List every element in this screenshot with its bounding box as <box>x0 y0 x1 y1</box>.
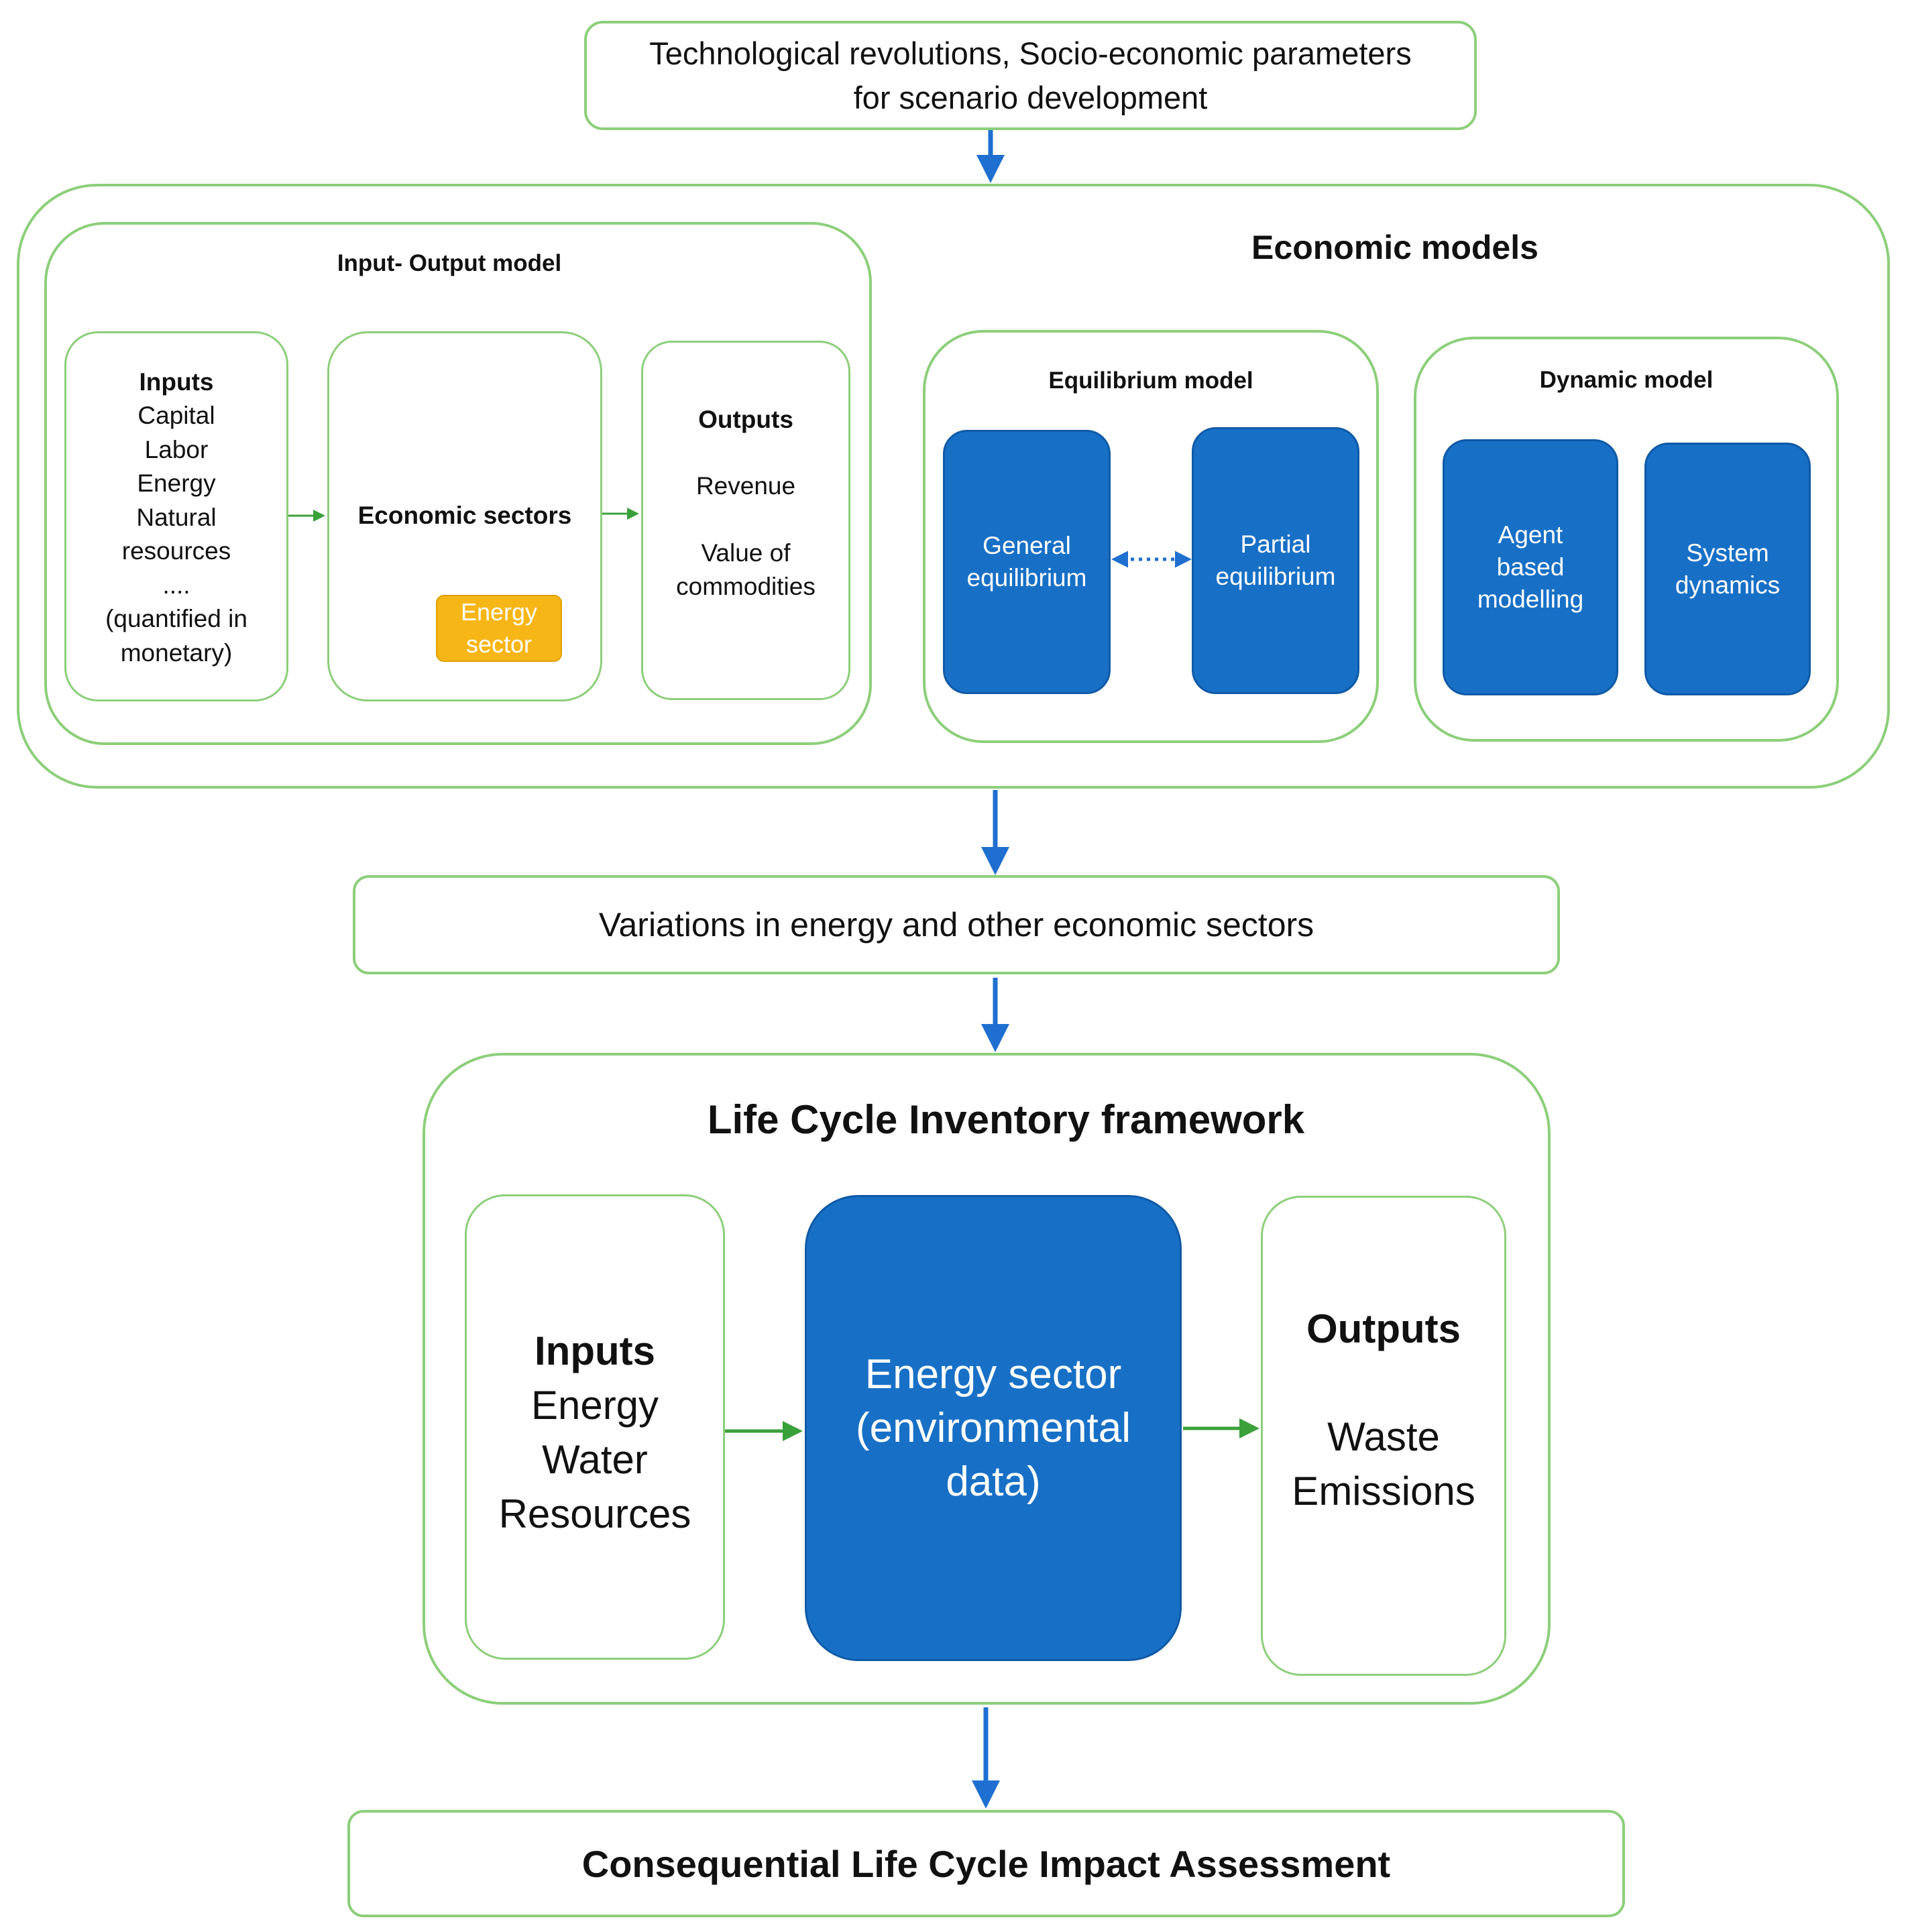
lci-outputs-heading: Outputs <box>1306 1306 1461 1351</box>
input-output-model-title: Input- Output model <box>337 250 562 276</box>
lci-inputs-heading: Inputs <box>535 1328 655 1373</box>
io-outputs-box <box>641 341 850 700</box>
lci-energy-sector-label: Energy sector (environmental data) <box>855 1351 1131 1505</box>
io-inputs-box <box>64 331 288 701</box>
io-economic-sectors-heading: Economic sectors <box>357 502 572 529</box>
agent-based-modelling-box: Agent based modelling <box>1443 439 1618 695</box>
system-dynamics-label: System dynamics <box>1675 538 1781 599</box>
lci-inputs-list: Energy Water Resources <box>498 1383 691 1536</box>
lci-outputs-box <box>1261 1196 1506 1676</box>
partial-equilibrium-label: Partial equilibrium <box>1215 530 1336 590</box>
variations-box: Variations in energy and other economic … <box>353 875 1560 974</box>
io-energy-sector-label: Energy sector <box>460 598 538 658</box>
io-energy-sector-box: Energy sector <box>436 595 562 662</box>
io-inputs-heading: Inputs <box>139 368 214 396</box>
lci-framework-title: Life Cycle Inventory framework <box>707 1097 1305 1142</box>
consequential-lcia-text: Consequential Life Cycle Impact Assessme… <box>581 1842 1391 1885</box>
equilibrium-model-title: Equilibrium model <box>1048 367 1253 394</box>
general-equilibrium-label: General equilibrium <box>966 532 1087 591</box>
partial-equilibrium-box: Partial equilibrium <box>1192 427 1359 694</box>
consequential-lcia-box: Consequential Life Cycle Impact Assessme… <box>347 1810 1625 1917</box>
agent-based-modelling-label: Agent based modelling <box>1477 521 1584 613</box>
lci-outputs-list: Waste Emissions <box>1292 1414 1475 1514</box>
general-equilibrium-box: General equilibrium <box>943 430 1111 694</box>
lci-inputs-box <box>465 1194 725 1660</box>
io-outputs-heading: Outputs <box>698 406 793 433</box>
scenario-parameters-box: Technological revolutions, Socio-economi… <box>584 21 1477 130</box>
dynamic-model-title: Dynamic model <box>1539 367 1714 393</box>
economic-models-title: Economic models <box>1251 229 1538 266</box>
system-dynamics-box: System dynamics <box>1644 443 1811 695</box>
io-outputs-list: Revenue Value of commodities <box>676 472 816 600</box>
lci-energy-sector-box: Energy sector (environmental data) <box>805 1195 1182 1661</box>
scenario-parameters-text: Technological revolutions, Socio-economi… <box>649 35 1412 115</box>
variations-text: Variations in energy and other economic … <box>598 906 1314 944</box>
io-inputs-list: Capital Labor Energy Natural resources .… <box>105 402 247 667</box>
